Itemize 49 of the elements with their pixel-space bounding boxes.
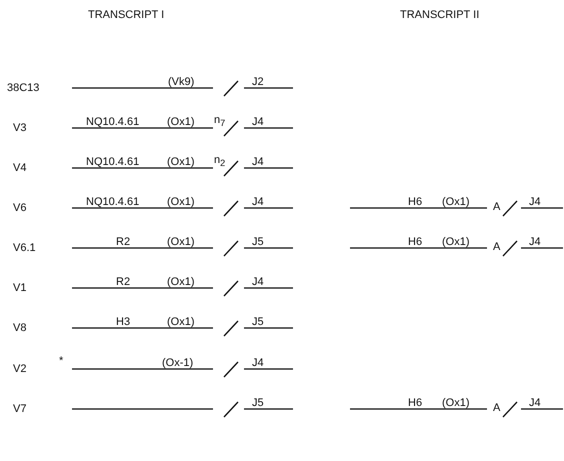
segment-label: (Ox1) — [167, 196, 194, 208]
nucleotide-label: n$_{2}$ — [214, 154, 226, 170]
segment-label: J4 — [252, 196, 264, 208]
segment-label: J4 — [252, 276, 264, 288]
column-heading: TRANSCRIPT I — [88, 9, 164, 21]
segment-label: J4 — [252, 357, 264, 369]
row-label: V1 — [13, 282, 26, 294]
segment-label: J5 — [252, 316, 264, 328]
row-label: V6 — [13, 202, 26, 214]
segment-label: J4 — [529, 397, 541, 409]
segment-label: H3 — [116, 316, 130, 328]
nucleotide-label: A — [493, 402, 500, 414]
row-label: V2 — [13, 363, 26, 375]
row-label: V8 — [13, 322, 26, 334]
row-label: 38C13 — [7, 82, 40, 94]
segment-label: J4 — [252, 156, 264, 168]
segment-label: (Ox-1) — [162, 357, 194, 369]
segment-label: (Ox1) — [167, 316, 194, 328]
row-label: V7 — [13, 403, 26, 415]
segment-label: NQ10.4.61 — [86, 156, 140, 168]
segment-label: J2 — [252, 76, 264, 88]
segment-label: (Ox1) — [442, 236, 470, 248]
segment-label: H6 — [408, 196, 422, 208]
segment-label: (Ox1) — [442, 196, 470, 208]
row-label: V3 — [13, 122, 26, 134]
segment-label: (Ox1) — [167, 116, 194, 128]
segment-label: (Ox1) — [167, 276, 194, 288]
nucleotide-label: n$_{7}$ — [214, 114, 226, 130]
segment-label: NQ10.4.61 — [86, 116, 140, 128]
segment-label: (Ox1) — [442, 397, 470, 409]
row-label: V6.1 — [13, 242, 36, 254]
segment-label: NQ10.4.61 — [86, 196, 140, 208]
nucleotide-label: A — [493, 201, 500, 213]
segment-label: R2 — [116, 236, 130, 248]
segment-label: J4 — [529, 236, 541, 248]
segment-label: J5 — [252, 236, 264, 248]
segment-label: (Ox1) — [167, 236, 194, 248]
segment-label: H6 — [408, 397, 422, 409]
nucleotide-label: A — [493, 241, 500, 253]
row-label: V4 — [13, 162, 26, 174]
segment-label: J4 — [252, 116, 264, 128]
segment-label: J5 — [252, 397, 264, 409]
segment-label: (Vk9) — [168, 76, 194, 88]
asterisk-mark: * — [59, 355, 64, 367]
segment-label: H6 — [408, 236, 422, 248]
segment-label: (Ox1) — [167, 156, 194, 168]
column-heading: TRANSCRIPT II — [400, 9, 480, 21]
segment-label: J4 — [529, 196, 541, 208]
segment-label: R2 — [116, 276, 130, 288]
